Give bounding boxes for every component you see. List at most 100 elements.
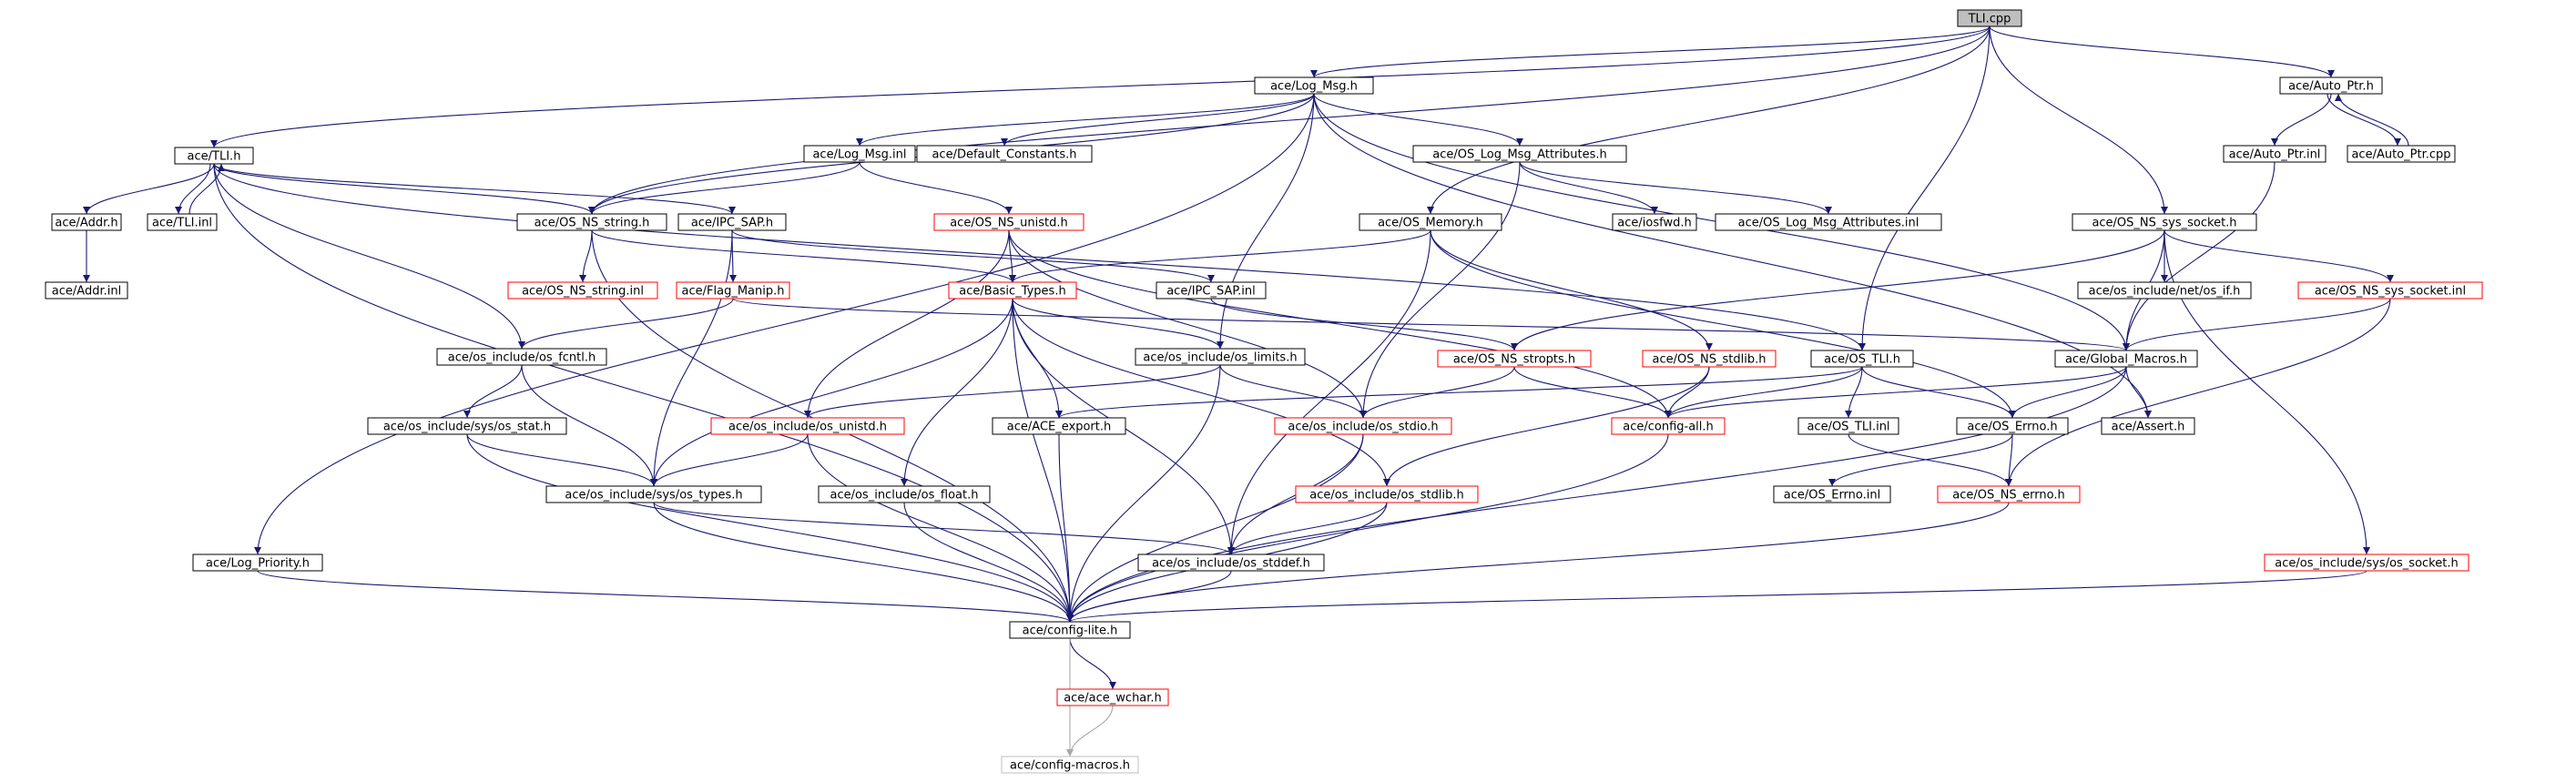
node-os-float-h[interactable]: ace/os_include/os_float.h bbox=[818, 485, 991, 503]
edge-arrowhead bbox=[650, 479, 657, 486]
edge-arrowhead bbox=[1227, 547, 1235, 554]
node-flag-manip-h[interactable]: ace/Flag_Manip.h bbox=[676, 281, 790, 300]
node-os-ns-stdlib-h[interactable]: ace/OS_NS_stdlib.h bbox=[1642, 350, 1777, 368]
edge-arrowhead bbox=[901, 479, 908, 486]
node-default-constants-h[interactable]: ace/Default_Constants.h bbox=[916, 145, 1093, 163]
node-os-types-h[interactable]: ace/os_include/sys/os_types.h bbox=[545, 485, 762, 503]
dependency-edge bbox=[2164, 229, 2391, 283]
node-label: ace/os_include/sys/os_stat.h bbox=[383, 421, 551, 434]
edge-arrowhead bbox=[1858, 343, 1866, 350]
node-os-tli-h[interactable]: ace/OS_TLI.h bbox=[1810, 350, 1914, 368]
node-os-socket-h[interactable]: ace/os_include/sys/os_socket.h bbox=[2264, 553, 2469, 572]
node-os-log-msg-attributes-h[interactable]: ace/OS_Log_Msg_Attributes.h bbox=[1412, 145, 1627, 163]
node-ace-wchar-h[interactable]: ace/ace_wchar.h bbox=[1056, 688, 1169, 706]
node-label: ace/OS_NS_string.h bbox=[535, 217, 650, 230]
node-box bbox=[1612, 213, 1697, 231]
dependency-edge bbox=[1210, 298, 1515, 351]
node-auto-ptr-cpp[interactable]: ace/Auto_Ptr.cpp bbox=[2347, 145, 2456, 163]
node-os-errno-h[interactable]: ace/OS_Errno.h bbox=[1956, 417, 2069, 435]
node-label: ace/OS_Log_Msg_Attributes.h bbox=[1432, 148, 1606, 162]
node-config-all-h[interactable]: ace/config-all.h bbox=[1611, 417, 1726, 435]
node-box bbox=[992, 417, 1126, 435]
dependency-edge bbox=[1230, 502, 1388, 555]
node-tli-inl[interactable]: ace/TLI.inl bbox=[147, 213, 218, 231]
node-label: ace/config-lite.h bbox=[1023, 625, 1118, 638]
node-os-ns-sys-socket-h[interactable]: ace/OS_NS_sys_socket.h bbox=[2072, 213, 2257, 231]
node-label: ace/Log_Priority.h bbox=[206, 557, 310, 571]
node-os-tli-inl[interactable]: ace/OS_TLI.inl bbox=[1797, 417, 1899, 435]
edge-arrowhead bbox=[254, 547, 261, 554]
node-assert-h[interactable]: ace/Assert.h bbox=[2101, 417, 2195, 435]
node-log-priority-h[interactable]: ace/Log_Priority.h bbox=[192, 553, 323, 572]
dependency-edge bbox=[1008, 229, 1364, 419]
dependency-edge bbox=[1667, 366, 2127, 419]
node-global-macros-h[interactable]: ace/Global_Macros.h bbox=[2054, 350, 2198, 368]
node-config-lite-h[interactable]: ace/config-lite.h bbox=[1009, 621, 1131, 639]
node-os-ns-string-inl[interactable]: ace/OS_NS_string.inl bbox=[507, 281, 658, 300]
edge-arrowhead bbox=[1217, 341, 1224, 349]
node-os-ns-string-h[interactable]: ace/OS_NS_string.h bbox=[516, 213, 667, 231]
node-os-ns-unistd-h[interactable]: ace/OS_NS_unistd.h bbox=[933, 213, 1084, 231]
edge-arrowhead bbox=[518, 341, 525, 349]
node-config-macros-h[interactable]: ace/config-macros.h bbox=[1001, 756, 1139, 774]
node-os-if-h[interactable]: ace/os_include/net/os_if.h bbox=[2077, 281, 2252, 300]
node-iosfwd-h[interactable]: ace/iosfwd.h bbox=[1612, 213, 1697, 231]
node-os-stdlib-h[interactable]: ace/os_include/os_stdlib.h bbox=[1295, 485, 1479, 503]
dependency-edge bbox=[213, 163, 1071, 623]
dependency-edge bbox=[653, 298, 1013, 487]
node-box bbox=[1137, 553, 1325, 572]
node-addr-inl[interactable]: ace/Addr.inl bbox=[45, 281, 128, 300]
node-os-log-msg-attributes-inl[interactable]: ace/OS_Log_Msg_Attributes.inl bbox=[1715, 213, 1942, 231]
node-ace-export-h[interactable]: ace/ACE_export.h bbox=[992, 417, 1126, 435]
node-os-errno-inl[interactable]: ace/OS_Errno.inl bbox=[1773, 485, 1891, 503]
node-label: TLI.cpp bbox=[1968, 13, 2011, 26]
node-box bbox=[1937, 485, 2081, 503]
node-label: ace/OS_NS_sys_socket.inl bbox=[2315, 285, 2466, 299]
node-ipc-sap-h[interactable]: ace/IPC_SAP.h bbox=[677, 213, 787, 231]
dependency-edge bbox=[1008, 229, 1669, 419]
node-os-fcntl-h[interactable]: ace/os_include/os_fcntl.h bbox=[436, 348, 607, 366]
node-os-memory-h[interactable]: ace/OS_Memory.h bbox=[1359, 213, 1502, 231]
edge-arrowhead bbox=[83, 207, 90, 214]
edge-arrowhead bbox=[1665, 411, 1672, 418]
dependency-edge bbox=[1667, 366, 1863, 419]
node-label: ace/Default_Constants.h bbox=[932, 148, 1076, 162]
node-box bbox=[1156, 281, 1267, 300]
node-log-msg-h[interactable]: ace/Log_Msg.h bbox=[1254, 76, 1374, 95]
node-os-ns-sys-socket-inl[interactable]: ace/OS_NS_sys_socket.inl bbox=[2297, 281, 2483, 300]
node-os-unistd-h[interactable]: ace/os_include/os_unistd.h bbox=[710, 417, 905, 435]
edge-arrowhead bbox=[1005, 207, 1013, 214]
node-box bbox=[1135, 348, 1306, 366]
dependency-edge bbox=[213, 163, 733, 215]
node-os-stddef-h[interactable]: ace/os_include/os_stddef.h bbox=[1137, 553, 1325, 572]
dependency-edge bbox=[1519, 161, 1655, 215]
dependency-edge bbox=[1848, 366, 1863, 419]
node-box bbox=[436, 348, 607, 366]
dependency-edge bbox=[1362, 366, 1515, 419]
node-box bbox=[677, 213, 787, 231]
dependency-edge bbox=[213, 25, 1991, 148]
node-auto-ptr-h[interactable]: ace/Auto_Ptr.h bbox=[2279, 76, 2383, 95]
node-box bbox=[2101, 417, 2195, 435]
node-ipc-sap-inl[interactable]: ace/IPC_SAP.inl bbox=[1156, 281, 1267, 300]
node-basic-types-h[interactable]: ace/Basic_Types.h bbox=[948, 281, 1077, 300]
node-label: ace/OS_Errno.inl bbox=[1784, 489, 1880, 503]
node-os-ns-errno-h[interactable]: ace/OS_NS_errno.h bbox=[1937, 485, 2081, 503]
dependency-edge bbox=[1861, 25, 1991, 351]
node-box bbox=[516, 213, 667, 231]
node-box bbox=[147, 213, 218, 231]
node-tli-h[interactable]: ace/TLI.h bbox=[174, 147, 254, 165]
node-addr-h[interactable]: ace/Addr.h bbox=[51, 213, 122, 231]
node-box bbox=[1957, 9, 2022, 27]
node-label: ace/IPC_SAP.inl bbox=[1166, 285, 1256, 299]
node-log-msg-inl[interactable]: ace/Log_Msg.inl bbox=[803, 145, 916, 163]
node-os-stat-h[interactable]: ace/os_include/sys/os_stat.h bbox=[367, 417, 567, 435]
node-os-ns-stropts-h[interactable]: ace/OS_NS_stropts.h bbox=[1437, 350, 1592, 368]
node-os-limits-h[interactable]: ace/os_include/os_limits.h bbox=[1135, 348, 1306, 366]
node-box bbox=[676, 281, 790, 300]
node-box bbox=[2264, 553, 2469, 572]
dependency-edge bbox=[731, 229, 1212, 283]
node-box bbox=[948, 281, 1077, 300]
node-os-stdio-h[interactable]: ace/os_include/os_stdio.h bbox=[1274, 417, 1452, 435]
node-auto-ptr-inl[interactable]: ace/Auto_Ptr.inl bbox=[2223, 145, 2327, 163]
